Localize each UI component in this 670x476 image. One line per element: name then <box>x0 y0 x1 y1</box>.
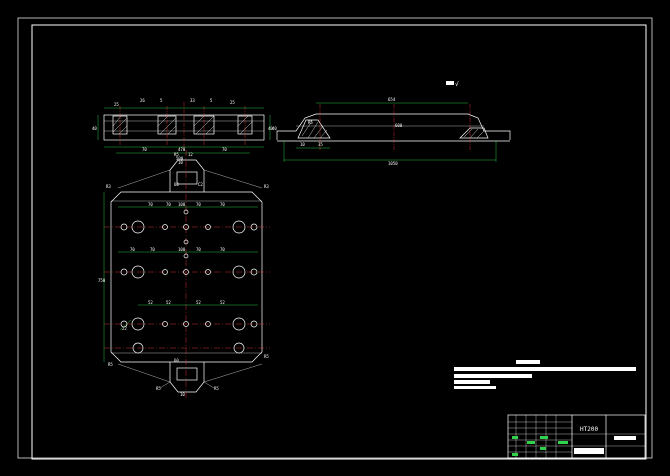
svg-text:C2: C2 <box>198 182 203 187</box>
svg-text:40: 40 <box>272 126 277 131</box>
roughness-symbol: √ <box>455 81 459 88</box>
svg-text:10: 10 <box>180 392 185 397</box>
svg-text:R5: R5 <box>174 152 179 157</box>
svg-text:R3: R3 <box>264 184 269 189</box>
svg-text:40: 40 <box>268 126 273 131</box>
part-stamp <box>574 448 604 454</box>
svg-text:1050: 1050 <box>388 161 398 166</box>
svg-text:52: 52 <box>148 300 153 305</box>
svg-text:25: 25 <box>114 102 119 107</box>
svg-text:22: 22 <box>122 326 127 331</box>
svg-text:100: 100 <box>178 202 186 207</box>
svg-text:500: 500 <box>176 156 184 161</box>
svg-text:70: 70 <box>130 247 135 252</box>
hole-row-2 <box>120 253 258 279</box>
svg-text:750: 750 <box>98 278 106 283</box>
svg-text:5: 5 <box>210 98 213 103</box>
svg-text:25: 25 <box>230 100 235 105</box>
svg-text:470: 470 <box>178 147 186 152</box>
svg-text:52: 52 <box>196 300 201 305</box>
svg-text:R5: R5 <box>156 386 161 391</box>
svg-text:R5: R5 <box>214 386 219 391</box>
svg-text:654: 654 <box>388 97 396 102</box>
svg-text:35: 35 <box>318 142 323 147</box>
svg-text:R5: R5 <box>264 354 269 359</box>
hole-row-1 <box>120 209 258 245</box>
inner-border <box>31 24 647 460</box>
svg-text:26: 26 <box>140 98 145 103</box>
svg-text:70: 70 <box>150 247 155 252</box>
svg-text:60: 60 <box>174 358 179 363</box>
material-label: HT200 <box>580 426 598 433</box>
svg-text:600: 600 <box>395 123 403 128</box>
svg-text:70: 70 <box>142 147 147 152</box>
svg-text:12: 12 <box>188 152 193 157</box>
outer-border <box>17 17 653 459</box>
svg-text:52: 52 <box>220 300 225 305</box>
hole-row-3 <box>120 317 258 354</box>
svg-text:60: 60 <box>174 182 179 187</box>
svg-text:5: 5 <box>160 98 163 103</box>
svg-text:10: 10 <box>178 160 183 165</box>
svg-text:70: 70 <box>220 247 225 252</box>
svg-text:33: 33 <box>190 98 195 103</box>
svg-text:70: 70 <box>148 202 153 207</box>
side-view: 654 600 10 35 1050 40 R5 <box>268 97 511 166</box>
svg-text:40: 40 <box>92 126 97 131</box>
roughness-note: √ <box>446 81 459 88</box>
hatch-section <box>112 115 253 135</box>
svg-text:52: 52 <box>166 300 171 305</box>
svg-text:70: 70 <box>196 247 201 252</box>
svg-text:100: 100 <box>178 247 186 252</box>
svg-text:10: 10 <box>300 142 305 147</box>
svg-text:70: 70 <box>220 202 225 207</box>
svg-text:70: 70 <box>166 202 171 207</box>
svg-text:R5: R5 <box>108 362 113 367</box>
svg-text:R3: R3 <box>106 184 111 189</box>
drawing-number <box>614 436 636 440</box>
svg-text:R5: R5 <box>308 120 313 125</box>
svg-text:70: 70 <box>196 202 201 207</box>
title-block: HT200 <box>507 414 646 459</box>
svg-text:70: 70 <box>222 147 227 152</box>
technical-notes <box>454 360 636 389</box>
